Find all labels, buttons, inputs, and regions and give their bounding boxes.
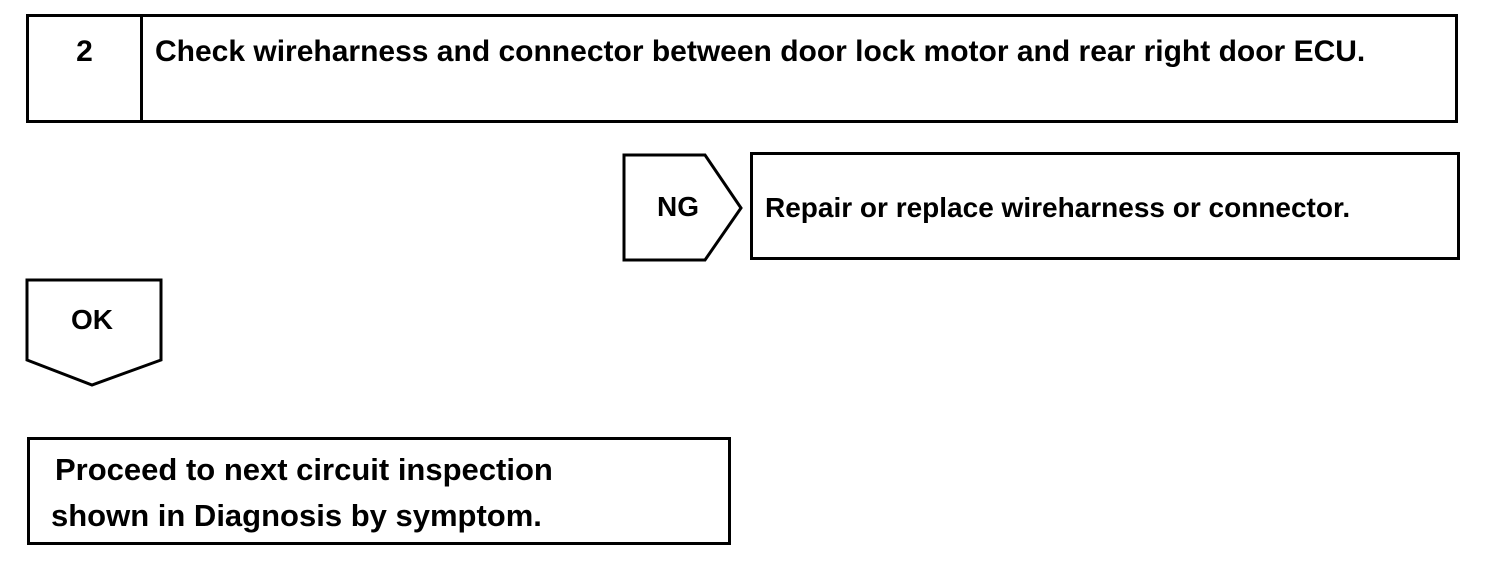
step-box: 2 Check wireharness and connector betwee… [26, 14, 1458, 123]
ok-arrow-shape [25, 278, 163, 387]
ng-label: NG [657, 191, 699, 222]
result-box: Proceed to next circuit inspection shown… [27, 437, 731, 545]
step-divider [140, 17, 143, 120]
result-text-line-2: shown in Diagnosis by symptom. [51, 498, 542, 533]
ok-label: OK [71, 304, 113, 335]
ng-action-box: Repair or replace wireharness or connect… [750, 152, 1460, 260]
step-title: Check wireharness and connector between … [155, 35, 1366, 68]
result-text-line-1: Proceed to next circuit inspection [55, 452, 553, 487]
ng-action-text: Repair or replace wireharness or connect… [765, 192, 1351, 223]
step-number: 2 [76, 35, 93, 68]
ng-arrow-shape [622, 153, 743, 262]
